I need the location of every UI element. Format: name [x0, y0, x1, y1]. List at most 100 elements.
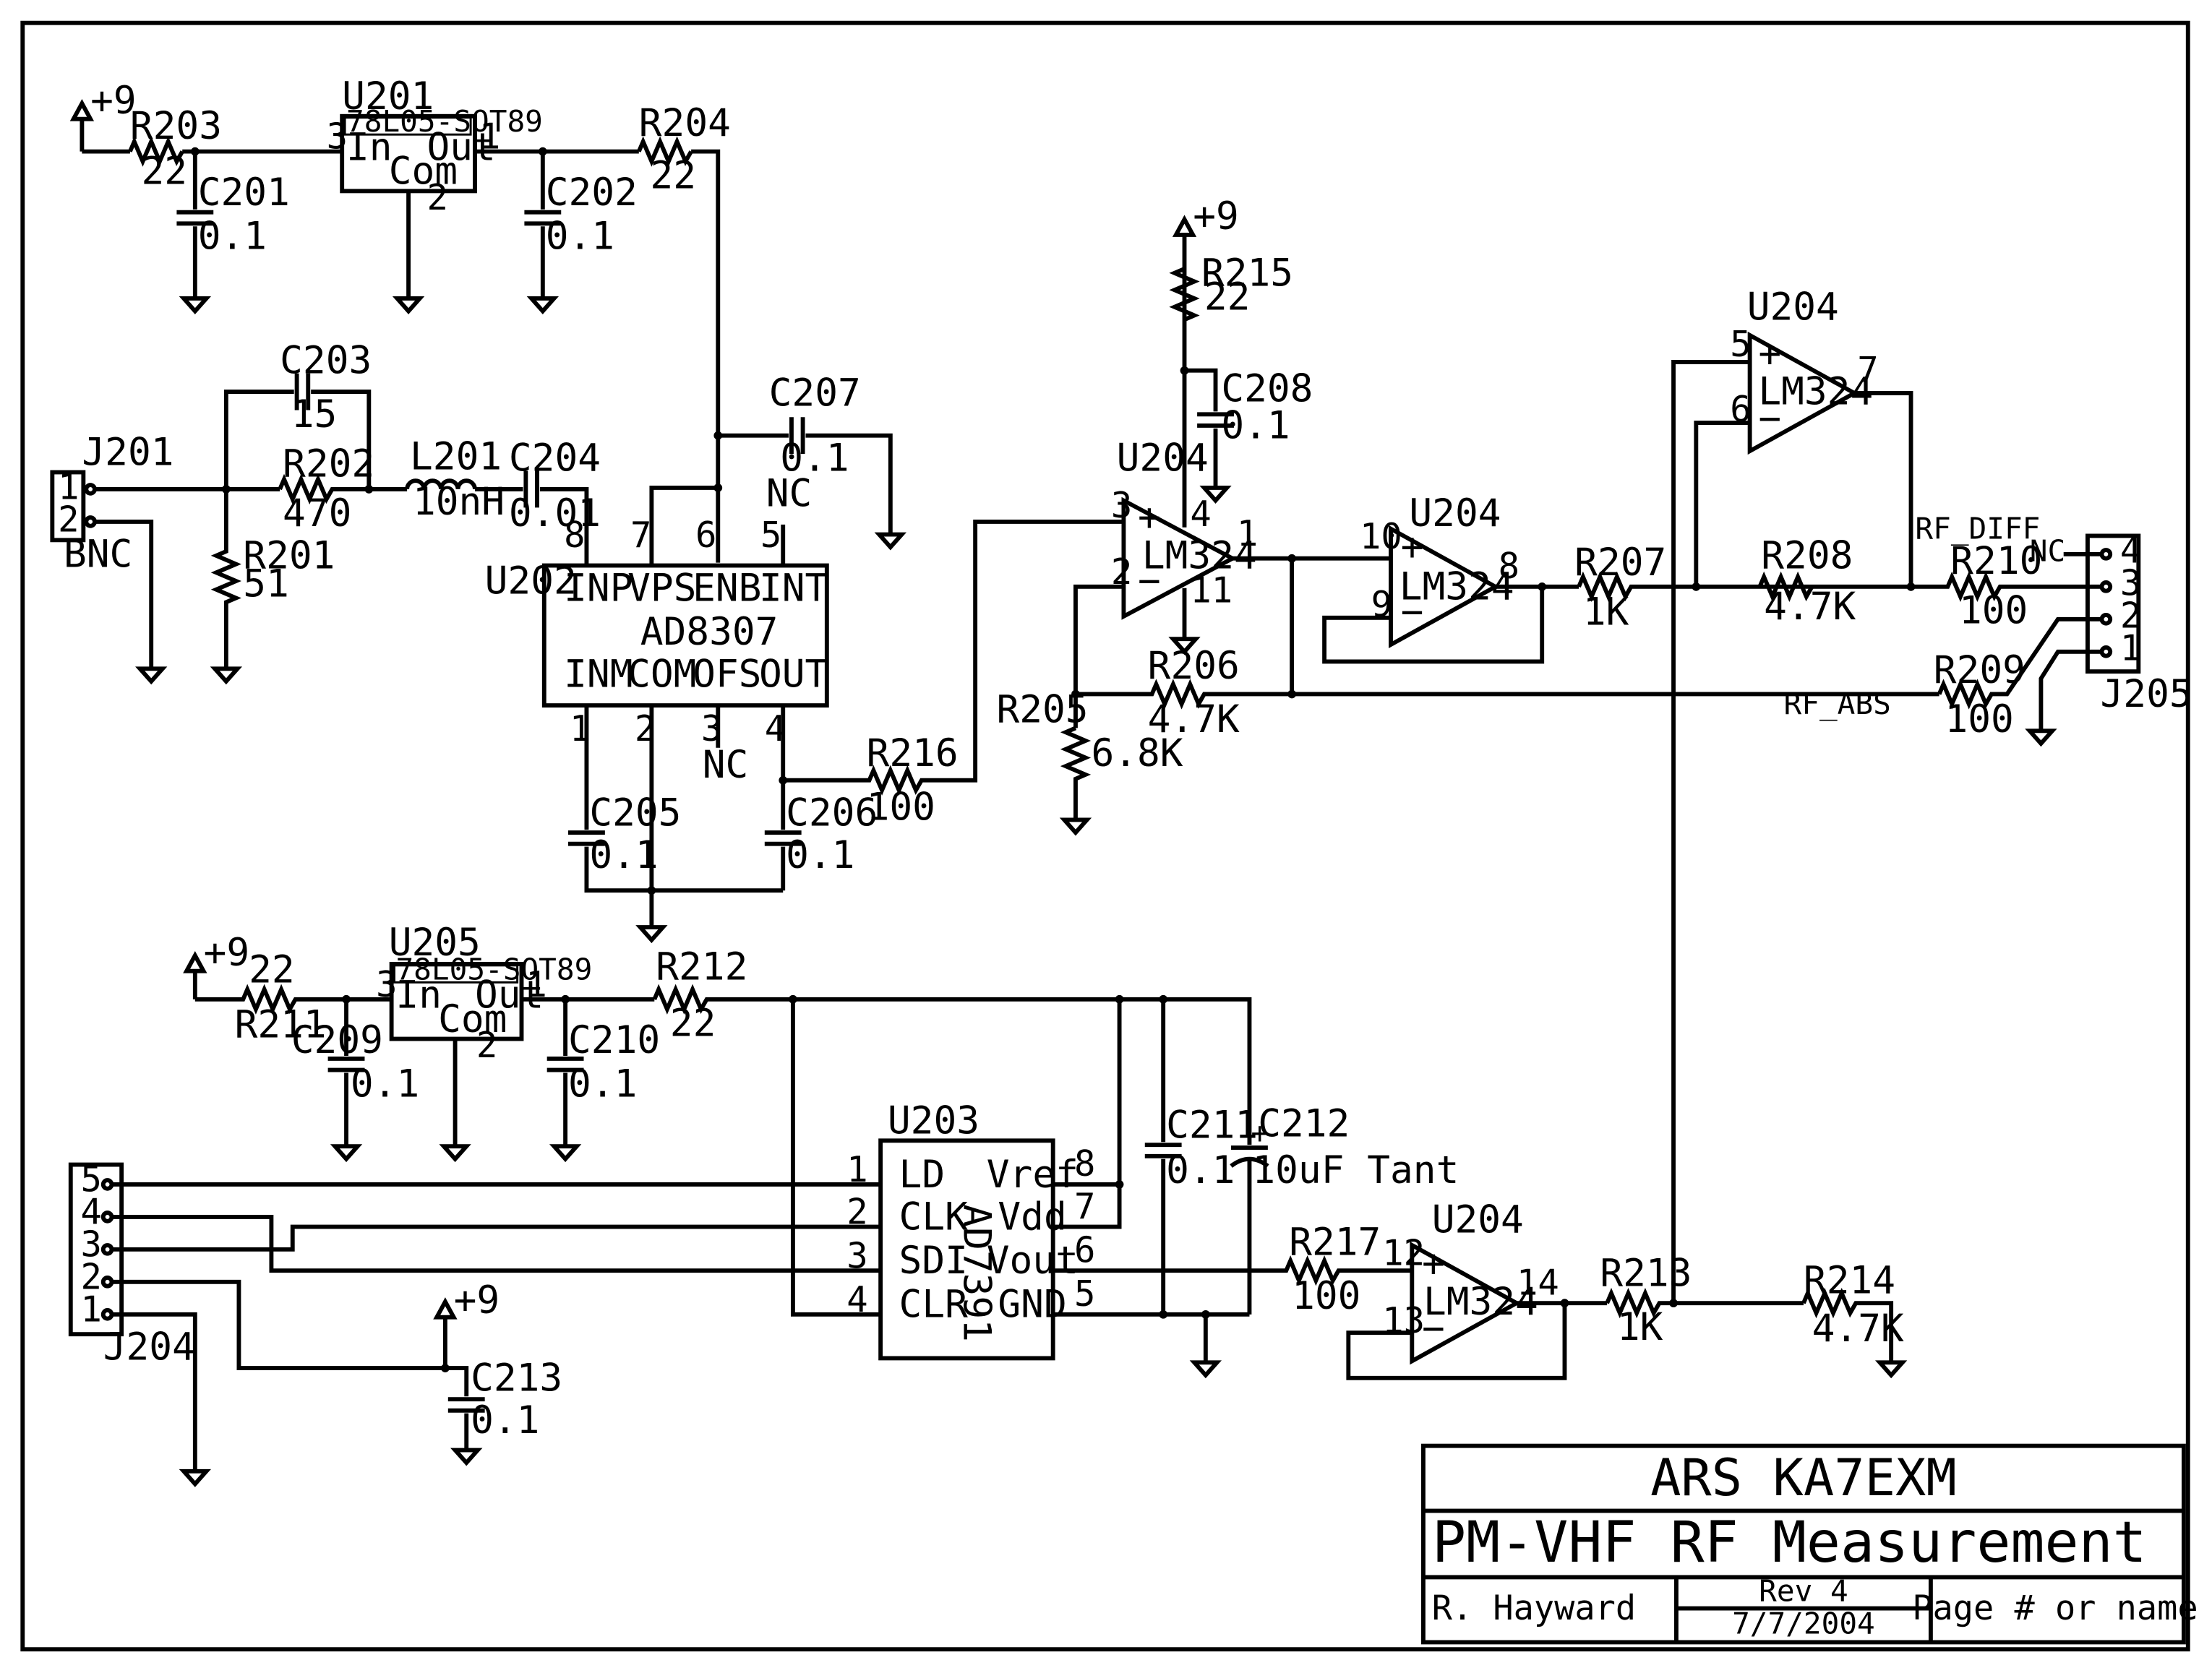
capacitor-c208: C208 0.1: [1184, 367, 1313, 504]
capacitor-c204: C204 0.01: [509, 436, 601, 566]
svg-text:C208: C208: [1221, 367, 1313, 411]
svg-text:1K: 1K: [1617, 1305, 1663, 1349]
svg-text:0.01: 0.01: [509, 491, 601, 536]
svg-text:−: −: [1758, 397, 1781, 441]
title-block: ARS KA7EXM PM-VHF RF Measurement R. Hayw…: [1421, 1443, 2198, 1645]
svg-text:4.7K: 4.7K: [1764, 585, 1856, 629]
svg-text:R204: R204: [639, 101, 731, 145]
svg-text:Out: Out: [426, 125, 495, 169]
svg-text:C210: C210: [568, 1018, 660, 1062]
resistor-r202: R202 470: [278, 442, 374, 536]
svg-text:AD7391: AD7391: [954, 1204, 998, 1342]
svg-text:0.1: 0.1: [471, 1398, 539, 1442]
svg-text:3: 3: [80, 1224, 101, 1265]
svg-text:R210: R210: [1950, 539, 2042, 583]
connector-j204: J204 5 4 3 2 1: [68, 1159, 195, 1369]
svg-text:22: 22: [1204, 275, 1251, 319]
capacitor-c210: C210 0.1: [546, 999, 660, 1163]
svg-text:1: 1: [2120, 628, 2141, 669]
resistor-r214: R214 4.7K: [1801, 1258, 1908, 1379]
svg-text:0.1: 0.1: [780, 436, 849, 481]
resistor-r208: R208 4.7K: [1757, 533, 1856, 629]
resistor-r213: R213 1K: [1600, 1252, 1804, 1349]
svg-text:2: 2: [58, 499, 79, 541]
net-rf-diff: RF_DIFF: [1915, 511, 2040, 546]
svg-text:15: 15: [291, 392, 338, 436]
svg-text:0.1: 0.1: [1166, 1148, 1235, 1192]
svg-text:2: 2: [2120, 595, 2141, 637]
svg-text:INT: INT: [759, 566, 828, 610]
svg-text:U201: U201: [342, 74, 434, 119]
svg-text:4: 4: [1190, 494, 1211, 535]
opamp-u204c: U204 LM324 + − 5 6 7: [1671, 285, 1913, 1304]
connector-j205: J205 4 3 2 1 NC: [2025, 530, 2192, 747]
svg-text:C201: C201: [198, 171, 290, 215]
svg-text:0.1: 0.1: [351, 1062, 419, 1106]
resistor-r205: R205 6.8K: [996, 688, 1183, 836]
svg-text:8: 8: [564, 515, 585, 556]
svg-text:8: 8: [1074, 1143, 1095, 1184]
svg-text:7: 7: [630, 515, 651, 556]
svg-text:R208: R208: [1761, 533, 1853, 577]
svg-text:C209: C209: [291, 1018, 383, 1062]
svg-text:51: 51: [243, 562, 289, 606]
svg-text:1: 1: [58, 467, 79, 508]
svg-text:100: 100: [1945, 697, 2013, 741]
svg-text:1: 1: [80, 1289, 101, 1330]
capacitor-c206: C206 0.1: [764, 705, 878, 891]
opamp-u204b: U204 LM324 + − 10 9 8: [1322, 491, 1545, 664]
vplus-u205: +9: [183, 931, 250, 999]
svg-text:CLR: CLR: [899, 1283, 969, 1327]
svg-text:U204: U204: [1409, 491, 1501, 536]
resistor-r215: R215 22: [1169, 251, 1293, 322]
svg-text:13: 13: [1382, 1300, 1425, 1341]
svg-text:2: 2: [426, 177, 447, 218]
svg-text:4: 4: [80, 1192, 101, 1233]
svg-text:In: In: [395, 973, 442, 1018]
svg-text:−: −: [1401, 590, 1424, 635]
svg-text:R213: R213: [1600, 1252, 1692, 1296]
title-block-author: R. Hayward: [1432, 1588, 1636, 1628]
svg-text:−: −: [1138, 559, 1161, 603]
svg-text:NC: NC: [766, 471, 813, 515]
svg-text:COM: COM: [627, 653, 696, 697]
svg-text:C213: C213: [471, 1356, 562, 1400]
svg-text:7: 7: [1074, 1186, 1095, 1227]
svg-text:0.1: 0.1: [1221, 404, 1290, 448]
svg-text:0.1: 0.1: [546, 215, 614, 259]
svg-text:22: 22: [142, 150, 188, 194]
svg-text:1: 1: [1237, 513, 1258, 554]
svg-text:J204: J204: [103, 1325, 195, 1369]
svg-text:7: 7: [1857, 349, 1878, 390]
capacitor-c212: + C212 10uF Tant: [1230, 1101, 1459, 1315]
svg-text:5: 5: [1730, 324, 1751, 365]
svg-text:OFS: OFS: [693, 653, 761, 697]
svg-text:LM324: LM324: [1399, 564, 1514, 608]
resistor-r206: R206 4.7K: [1075, 644, 1939, 741]
svg-text:+: +: [1758, 332, 1781, 376]
svg-text:R209: R209: [1934, 648, 2025, 692]
svg-text:22: 22: [249, 947, 295, 992]
title-block-page: Page # or name: [1912, 1588, 2198, 1628]
svg-text:4.7K: 4.7K: [1812, 1307, 1904, 1351]
svg-text:+9: +9: [204, 931, 250, 975]
inductor-l201: L201 10nH: [369, 435, 523, 524]
svg-text:1K: 1K: [1583, 590, 1629, 635]
svg-text:8: 8: [1499, 546, 1519, 587]
resistor-r209: R209 100: [1934, 616, 2101, 741]
svg-text:ENB: ENB: [693, 566, 761, 610]
svg-text:0.1: 0.1: [786, 833, 854, 877]
resistor-r201: R201 51: [210, 489, 335, 685]
svg-text:+9: +9: [1193, 194, 1239, 238]
svg-text:3: 3: [376, 964, 397, 1005]
title-block-date: 7/7/2004: [1732, 1607, 1875, 1641]
svg-text:0.1: 0.1: [568, 1062, 637, 1106]
vplus-c213: +9: [433, 1278, 500, 1369]
svg-text:LD: LD: [899, 1153, 946, 1197]
svg-text:AD8307: AD8307: [640, 610, 779, 654]
svg-text:In: In: [346, 125, 393, 169]
svg-text:470: 470: [283, 491, 351, 536]
svg-text:R216: R216: [867, 731, 959, 775]
svg-text:−: −: [1422, 1307, 1445, 1351]
